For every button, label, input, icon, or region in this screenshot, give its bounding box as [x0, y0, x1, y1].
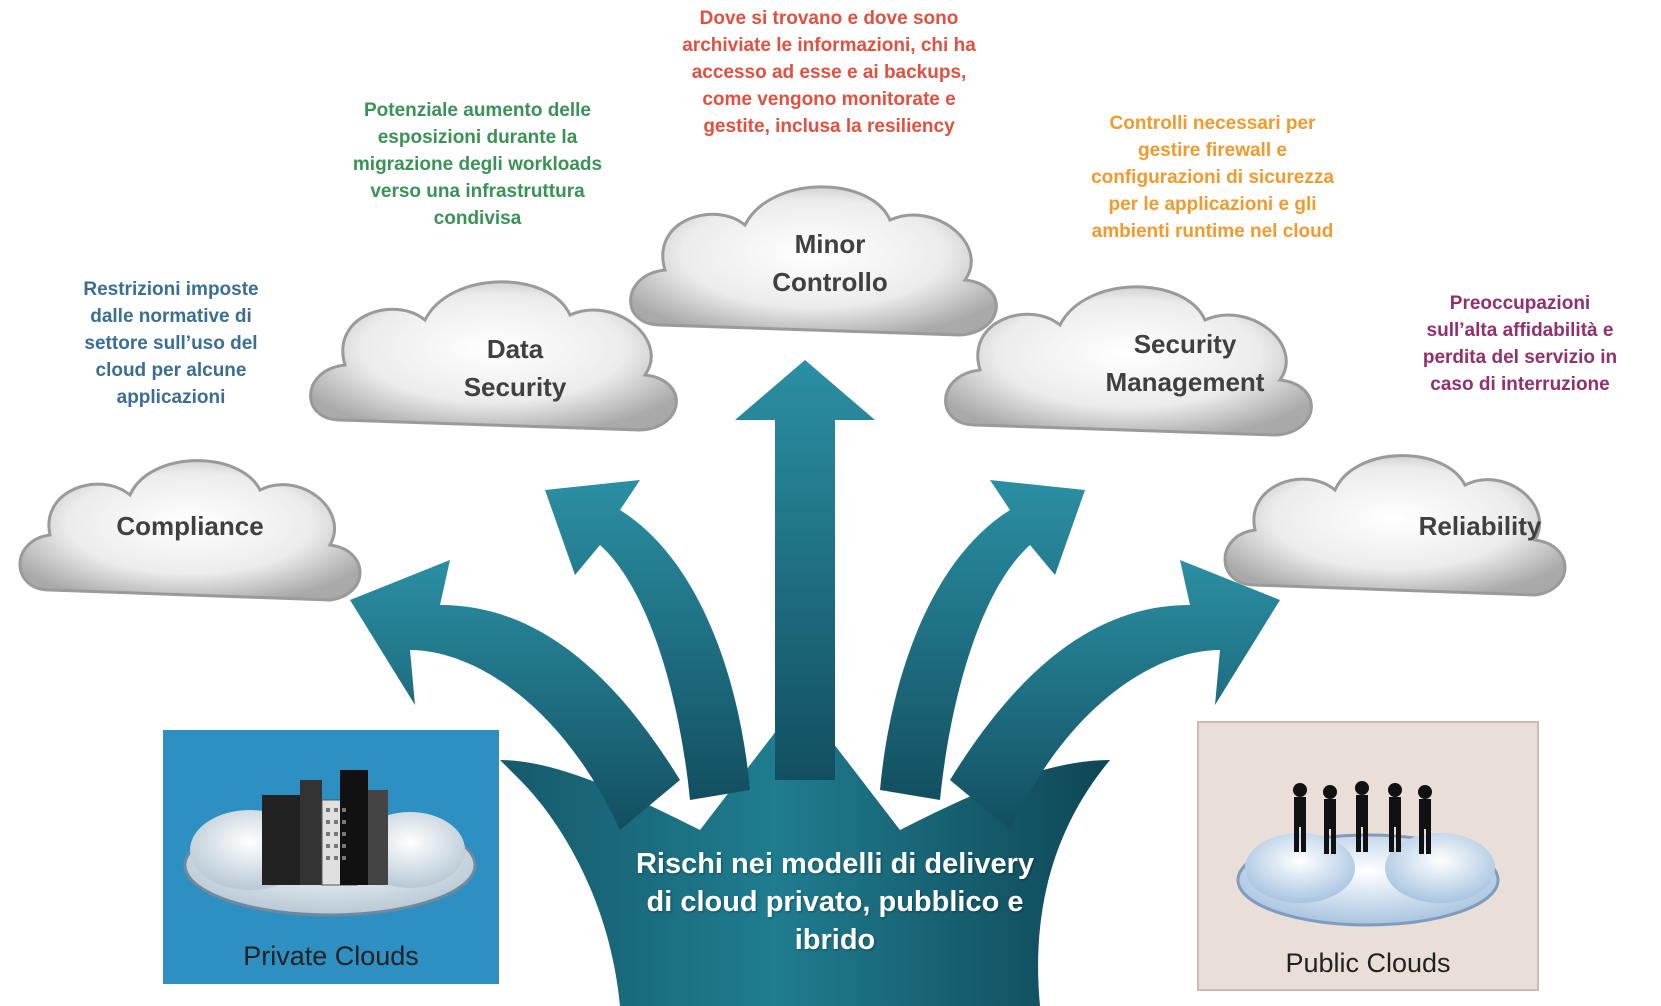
minor-controllo-label: Minor Controllo: [772, 229, 888, 297]
reliability-label: Reliability: [1418, 511, 1542, 541]
cloud-data-security: [309, 280, 678, 432]
cloud-minor-controllo: [629, 185, 998, 337]
reliability-description: Preoccupazioni sull’alta affidabilità e …: [1422, 293, 1618, 395]
security-management-description: Controlli necessari per gestire firewall…: [1091, 113, 1334, 242]
building-cloud-icon: [183, 770, 477, 917]
private-clouds-label: Private Clouds: [243, 941, 419, 971]
people-on-cloud-icon: [1236, 781, 1500, 927]
public-clouds-label: Public Clouds: [1285, 948, 1451, 978]
cloud-reliability: [1223, 454, 1567, 597]
arrows: [350, 360, 1280, 1006]
compliance-description: Restrizioni imposte dalle normative di s…: [83, 279, 259, 408]
public-clouds-box: [1197, 721, 1539, 991]
cloud-security-management: [944, 285, 1313, 437]
cloud-compliance: [18, 459, 362, 602]
minor-controllo-description: Dove si trovano e dove sono archiviate l…: [682, 8, 976, 137]
data-security-description: Potenziale aumento delle esposizioni dur…: [352, 100, 603, 229]
private-clouds-box: [163, 730, 499, 984]
security-management-label: Security Management: [1105, 329, 1265, 397]
center-title: Rischi nei modelli di delivery di cloud …: [635, 848, 1035, 956]
data-security-label: Data Security: [463, 334, 567, 402]
compliance-label: Compliance: [116, 511, 264, 541]
